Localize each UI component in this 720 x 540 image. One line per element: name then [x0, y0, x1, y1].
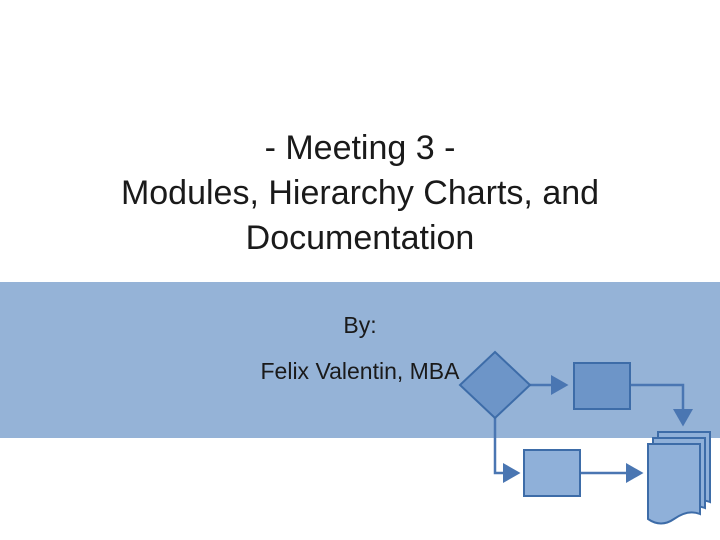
title-line-2: Modules, Hierarchy Charts, and: [120, 174, 600, 212]
flowchart-decoration-icon: [458, 350, 711, 525]
flowchart-connectors: [493, 375, 693, 483]
subtitle-by-label: By:: [343, 312, 377, 338]
slide-title: - Meeting 3 - Modules, Hierarchy Charts,…: [40, 126, 680, 261]
multi-document-shape: [647, 431, 711, 525]
decision-diamond-shape: [458, 350, 532, 420]
connector-top-box-to-documents: [630, 383, 693, 427]
process-box-top: [573, 362, 631, 410]
subtitle-author: Felix Valentin, MBA: [260, 358, 460, 384]
slide-subtitle: By: Felix Valentin, MBA: [60, 310, 660, 402]
connector-diamond-to-bottom-box: [493, 418, 521, 483]
subtitle-band: [0, 282, 720, 438]
process-box-bottom: [523, 449, 581, 497]
title-line-3: Documentation: [245, 219, 475, 257]
title-line-1: - Meeting 3 -: [264, 129, 456, 167]
